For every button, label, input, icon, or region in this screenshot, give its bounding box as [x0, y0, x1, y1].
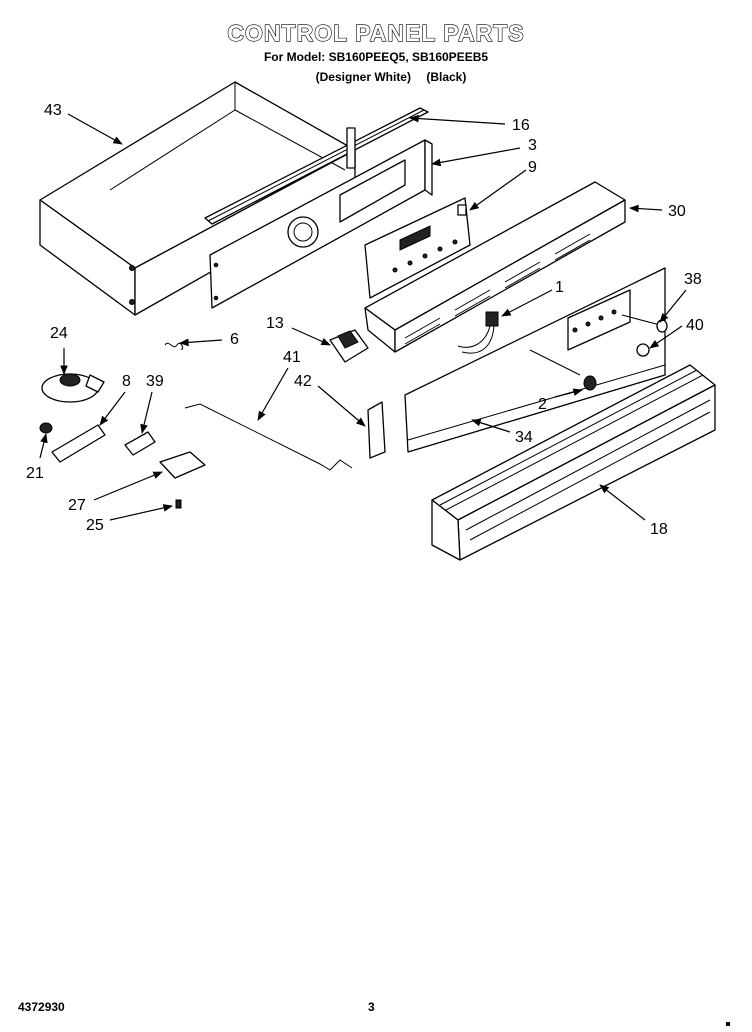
part-42-bracket	[367, 401, 386, 459]
callout-42: 42	[294, 373, 312, 390]
corner-mark	[726, 1022, 730, 1026]
callout-3: 3	[528, 137, 537, 154]
callout-41: 41	[283, 349, 301, 366]
callout-39: 39	[146, 373, 164, 390]
page-number: 3	[368, 1000, 375, 1014]
callout-27: 27	[68, 497, 86, 514]
callout-8: 8	[122, 373, 131, 390]
part-43-housing	[39, 81, 356, 316]
callout-21: 21	[26, 465, 44, 482]
callout-34: 34	[515, 429, 533, 446]
callout-13: 13	[266, 315, 284, 332]
variant-line: (Designer White) (Black)	[0, 70, 752, 84]
part-3-control-panel	[209, 139, 433, 309]
part-30-vented-panel	[364, 181, 626, 353]
page-title: CONTROL PANEL PARTS	[227, 19, 525, 46]
callout-6: 6	[230, 331, 239, 348]
callout-38: 38	[684, 271, 702, 288]
callout-30: 30	[668, 203, 686, 220]
callout-40: 40	[686, 317, 704, 334]
part-1-switch	[457, 311, 499, 354]
document-number: 4372930	[18, 1000, 65, 1014]
callout-9: 9	[528, 159, 537, 176]
callout-18: 18	[650, 521, 668, 538]
part-38-40-rod	[621, 314, 668, 357]
part-2-knob	[529, 349, 597, 391]
part-21-grommet	[39, 422, 53, 434]
callout-24: 24	[50, 325, 68, 342]
part-39-clip	[124, 431, 156, 456]
part-18-vent-grille	[431, 364, 716, 561]
callout-43: 43	[44, 102, 62, 119]
part-16-trim-strip	[204, 107, 429, 225]
part-13-cover	[329, 329, 369, 363]
callout-16: 16	[512, 117, 530, 134]
part-27-latch	[159, 451, 206, 479]
leader-lines	[39, 113, 687, 521]
callout-labels: 43 16 3 9 30 1 38 40 24 6 13 41 8 39 42 …	[26, 102, 704, 538]
part-25-screw	[175, 499, 182, 509]
part-34-lower-panel	[404, 267, 666, 453]
callout-1: 1	[555, 279, 564, 296]
part-9-circuit-board	[364, 197, 471, 299]
callout-25: 25	[86, 517, 104, 534]
part-41-rod	[184, 403, 353, 471]
part-8-plate	[51, 424, 106, 463]
callout-2: 2	[538, 396, 547, 413]
part-24-motor	[41, 373, 105, 403]
model-line: For Model: SB160PEEQ5, SB160PEEB5	[263, 50, 489, 64]
part-6-clip	[164, 342, 184, 350]
variant-designer-white: (Designer White)	[315, 70, 411, 84]
variant-black: (Black)	[426, 70, 467, 84]
